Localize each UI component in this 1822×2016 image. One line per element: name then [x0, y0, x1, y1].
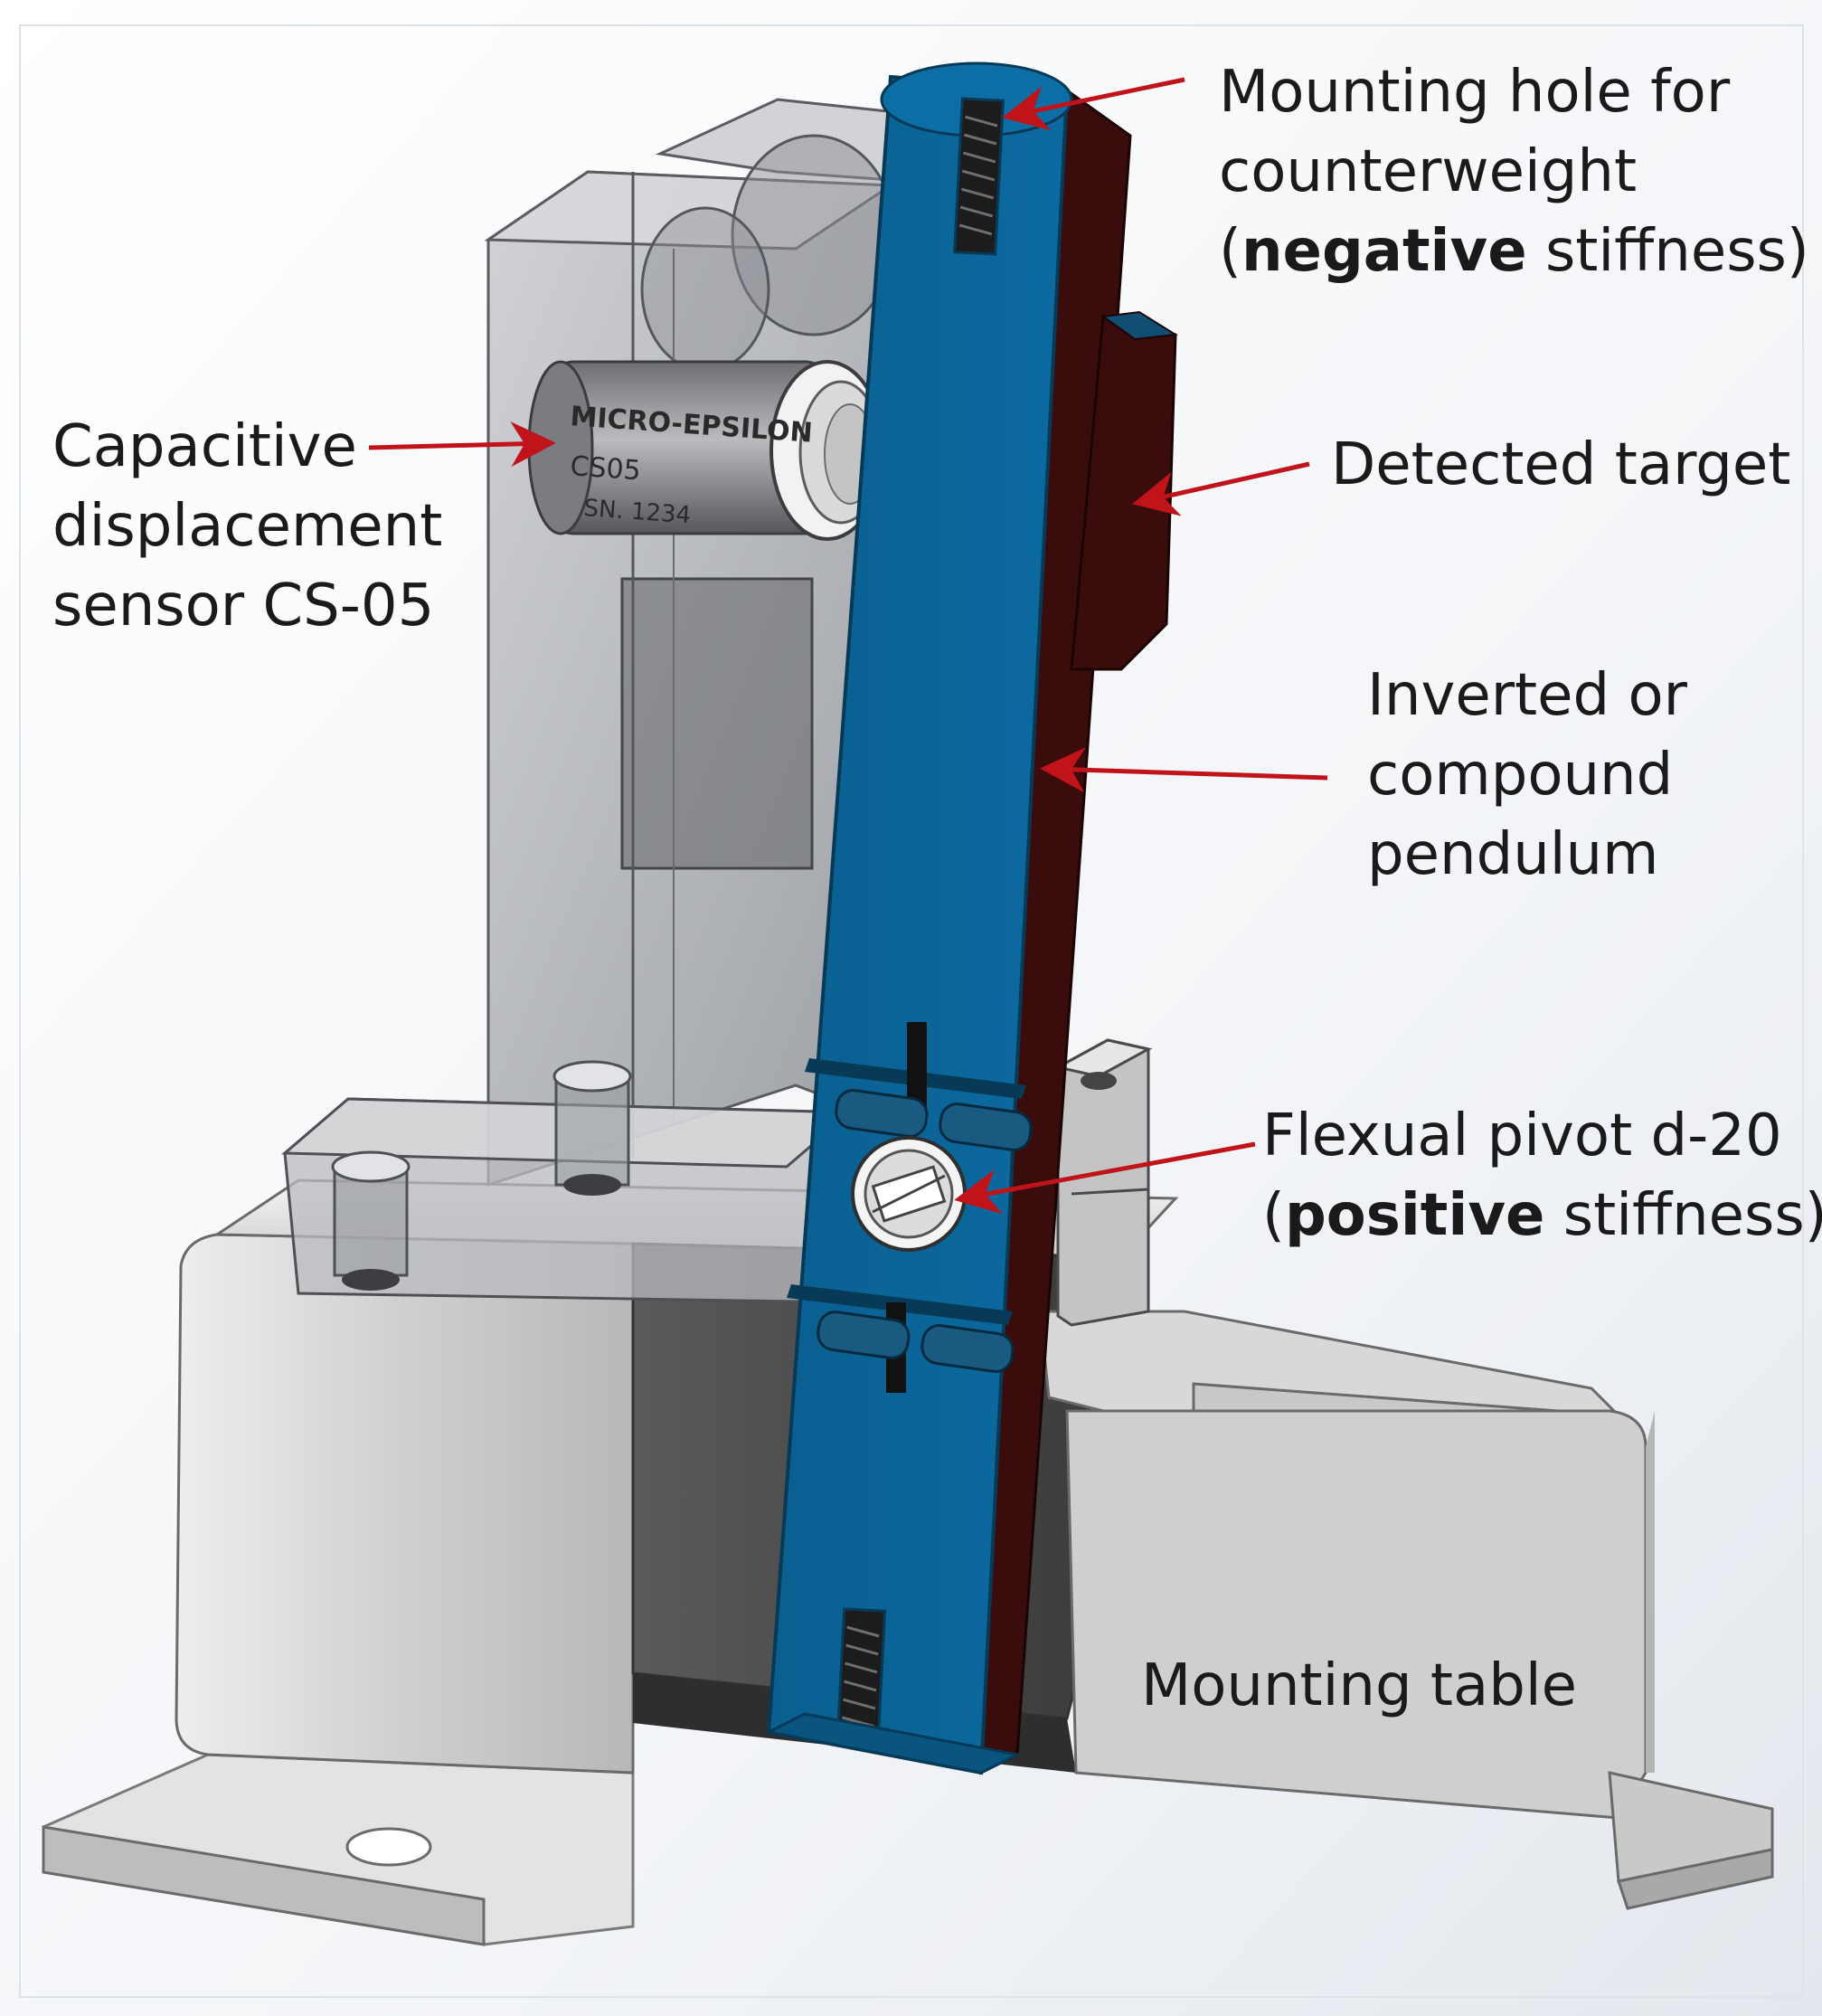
label-mounting-hole-line2: counterweight: [1219, 138, 1638, 205]
arrow-sensor: [368, 421, 556, 468]
sensor-model-text: CS05: [569, 450, 641, 487]
label-pendulum: Inverted or compound pendulum: [1367, 656, 1687, 894]
capacitive-sensor: MICRO-EPSILON CS05 SN. 1234: [527, 360, 885, 541]
pivot-support-block: [1053, 1038, 1153, 1327]
callout-arrows: [368, 77, 1328, 1215]
arrow-pivot: [954, 1141, 1256, 1215]
label-sensor-line3: sensor CS-05: [52, 573, 435, 639]
label-mounting-hole: Mounting hole for counterweight (negativ…: [1219, 52, 1809, 291]
flexural-pivot: [851, 1136, 967, 1252]
positive-keyword: positive: [1284, 1182, 1545, 1249]
label-target: Detected target: [1331, 425, 1790, 505]
label-mounting-hole-line1: Mounting hole for: [1219, 59, 1731, 126]
paren-open: (: [1262, 1182, 1285, 1249]
label-pendulum-line3: pendulum: [1367, 821, 1659, 888]
pendulum-bar: [764, 62, 1178, 1775]
label-table-line1: Mounting table: [1141, 1652, 1577, 1719]
label-mounting-hole-line3: (negative stiffness): [1219, 212, 1809, 291]
label-sensor-line1: Capacitive: [52, 413, 357, 480]
stiffness-suffix: stiffness): [1544, 1182, 1822, 1249]
negative-keyword: negative: [1241, 218, 1527, 285]
foot-hole-left: [345, 1827, 432, 1867]
label-table: Mounting table: [1141, 1646, 1577, 1726]
arrow-target: [1132, 461, 1310, 516]
label-sensor: Capacitive displacement sensor CS-05: [52, 407, 442, 646]
stiffness-suffix: stiffness): [1526, 218, 1809, 285]
arrow-mounting-hole: [1002, 77, 1185, 131]
label-pivot-line2: (positive stiffness): [1262, 1176, 1822, 1255]
label-pendulum-line1: Inverted or: [1367, 662, 1687, 729]
label-target-line1: Detected target: [1331, 431, 1791, 498]
label-pivot: Flexual pivot d-20 (positive stiffness): [1262, 1096, 1822, 1255]
arrow-pendulum: [1040, 747, 1328, 793]
paren-open: (: [1219, 218, 1241, 285]
mounting-table: [42, 1178, 1774, 1946]
label-pendulum-line2: compound: [1367, 742, 1674, 809]
label-sensor-line2: displacement: [52, 493, 443, 560]
frame-border: [19, 24, 1804, 1998]
label-pivot-line1: Flexual pivot d-20: [1262, 1103, 1782, 1169]
